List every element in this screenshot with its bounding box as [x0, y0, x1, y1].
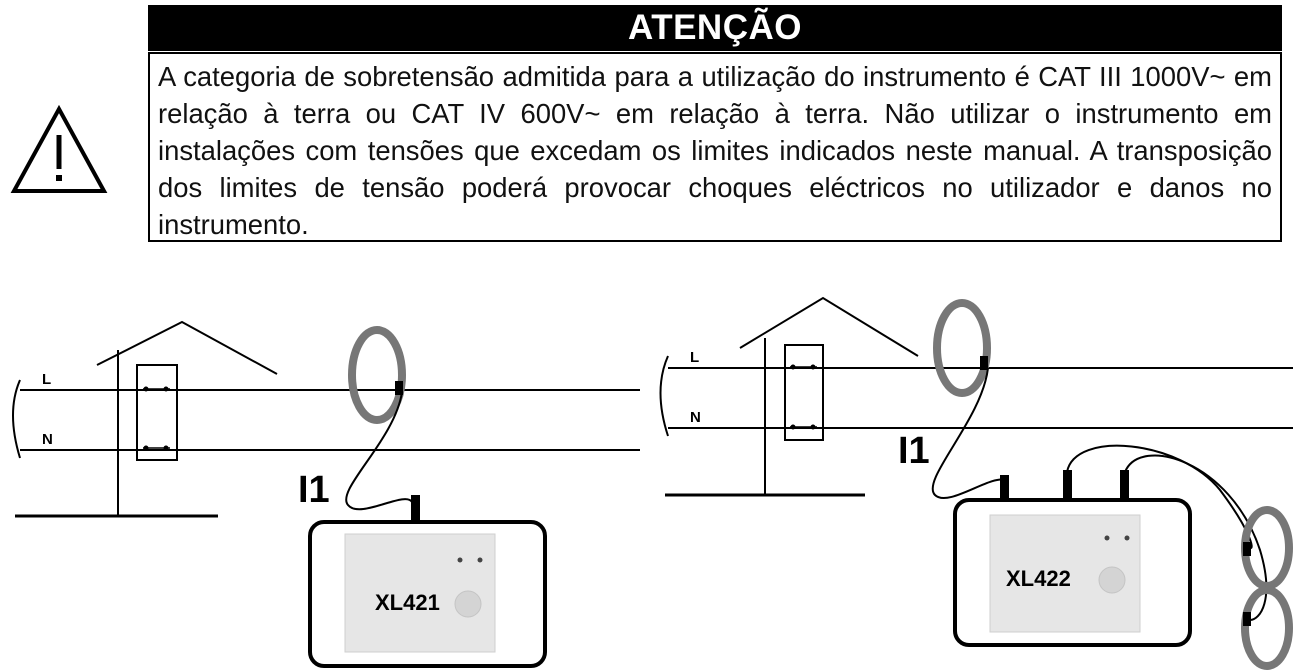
left-clamp-label: I1: [298, 469, 330, 511]
warning-triangle-icon: [10, 105, 108, 193]
warning-text: A categoria de sobretensão admitida para…: [158, 61, 1272, 240]
left-device-label: XL421: [375, 590, 440, 615]
diagram-left: L N I1 XL421: [12, 320, 640, 668]
right-clamp-label: I1: [898, 430, 930, 472]
connection-diagrams: L N I1 XL421 L N: [12, 296, 1293, 670]
warning-notice-box: A categoria de sobretensão admitida para…: [148, 52, 1282, 242]
right-line-label: L: [690, 349, 699, 366]
left-line-label: L: [42, 371, 51, 388]
diagram-right: L N I1 XL422: [659, 296, 1293, 670]
warning-title: ATENÇÃO: [148, 5, 1282, 51]
right-neutral-label: N: [690, 409, 701, 426]
left-neutral-label: N: [42, 431, 53, 448]
right-device-label: XL422: [1006, 566, 1071, 591]
